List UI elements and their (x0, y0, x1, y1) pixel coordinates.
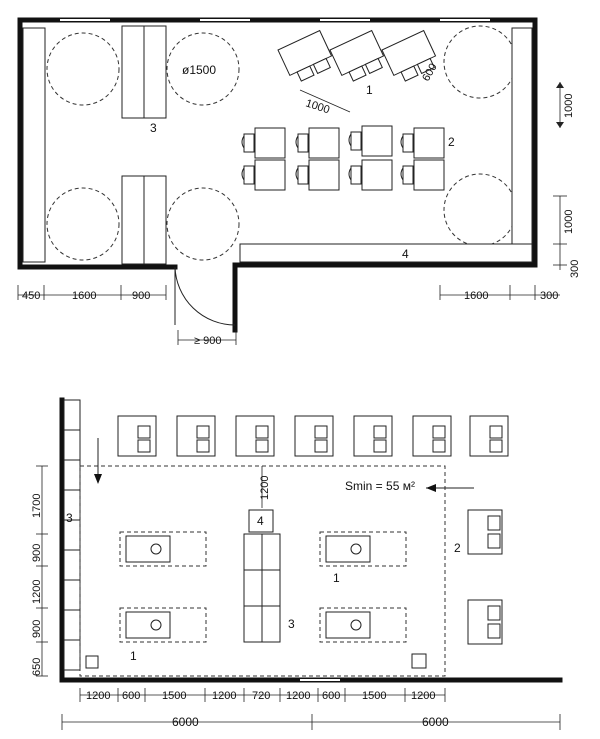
dim-300-right: 300 (569, 260, 581, 278)
dim-total-left: 6000 (172, 715, 199, 729)
dim-b-1200-3: 1200 (286, 690, 310, 702)
right-desks-2 (467, 509, 503, 645)
dim-b-720: 720 (252, 690, 270, 702)
label-2-top: 2 (448, 135, 455, 149)
top-row-desks (117, 415, 509, 457)
dim-left-1200: 1200 (31, 580, 43, 604)
label-3-left: 3 (66, 511, 73, 525)
left-cabinet-column (63, 399, 81, 671)
area-label: Smin = 55 м² (345, 479, 415, 493)
table-3-top-b (143, 25, 167, 119)
label-1-right: 1 (333, 571, 340, 585)
chair-right (411, 653, 427, 669)
dim-1000-right-bottom: 1000 (563, 210, 575, 234)
dim-1000-right-top: 1000 (563, 94, 575, 118)
left-cabinet-strip (22, 27, 46, 263)
dim-left-900-b: 900 (31, 620, 43, 638)
dim-450: 450 (22, 290, 40, 302)
circle-top-left (46, 32, 120, 106)
dim-1600-right: 1600 (464, 290, 488, 302)
top-wall-left (17, 17, 178, 270)
workstations-tilted (277, 29, 437, 82)
circle-bottom-left (46, 187, 120, 261)
right-cabinet-strip (511, 27, 533, 251)
dim-left-900-a: 900 (31, 544, 43, 562)
bottom-plan: 3 Smin = 55 м² (31, 397, 563, 730)
dim-b-1500-1: 1500 (162, 690, 186, 702)
circle-top-right (443, 25, 517, 99)
table-3-top-a (121, 25, 145, 119)
circle-diameter-label: ø1500 (182, 63, 216, 77)
label-4-bottom: 4 (257, 514, 264, 528)
minimum-area-outline (79, 465, 446, 677)
label-4-top: 4 (402, 247, 409, 261)
door-swing (174, 266, 236, 326)
dim-b-600-2: 600 (322, 690, 340, 702)
dim-b-600-1: 600 (122, 690, 140, 702)
counter-4 (239, 243, 533, 263)
machines (119, 531, 407, 643)
dim-b-1200-2: 1200 (212, 690, 236, 702)
table-4 (248, 509, 274, 533)
dim-total-right: 6000 (422, 715, 449, 729)
label-3-center: 3 (288, 617, 295, 631)
circle-bottom-center (166, 187, 240, 261)
label-1-top: 1 (366, 83, 373, 97)
dim-b-1500-2: 1500 (362, 690, 386, 702)
dim-1600-left: 1600 (72, 290, 96, 302)
dim-door: ≥ 900 (194, 335, 221, 347)
dim-900: 900 (132, 290, 150, 302)
table-3-bottom-a (121, 175, 145, 265)
table-3-bottom-b (143, 175, 167, 265)
dim-1000-diag-line (299, 89, 351, 113)
circle-top-center (166, 32, 240, 106)
label-2-bottom: 2 (454, 541, 461, 555)
label-1-left: 1 (130, 649, 137, 663)
top-plan: ø1500 4 1000 600 1 (17, 17, 581, 347)
dim-300-bottom: 300 (540, 290, 558, 302)
dim-left-1700: 1700 (31, 494, 43, 518)
dim-left-650: 650 (31, 658, 43, 676)
chair-left (85, 655, 99, 669)
label-3-top: 3 (150, 121, 157, 135)
dim-1200-vertical: 1200 (259, 476, 271, 500)
dim-1000-diag: 1000 (304, 97, 331, 116)
table-3-center (243, 533, 281, 643)
dim-b-1200-1: 1200 (86, 690, 110, 702)
circle-right-middle (443, 173, 517, 247)
desk-group-2 (241, 125, 445, 191)
dim-b-1200-4: 1200 (411, 690, 435, 702)
